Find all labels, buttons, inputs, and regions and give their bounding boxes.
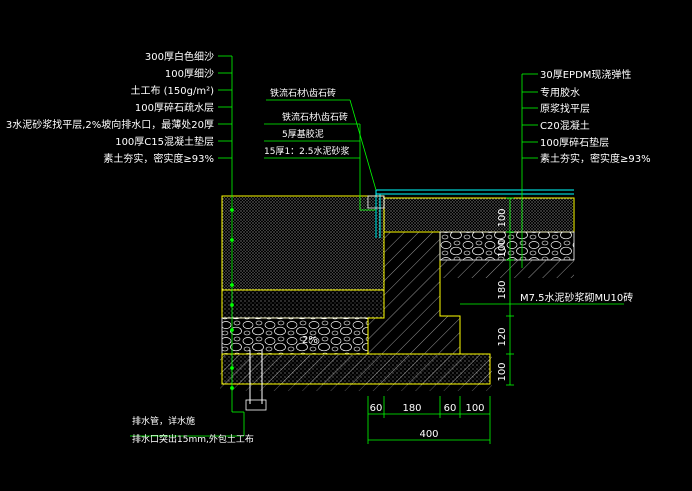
label-gravel-drain: 100厚碎石疏水层 [135, 101, 214, 114]
mid-labels: 铁流石材\齿石砖 铁流石材\齿石砖 5厚基胶泥 15厚1：2.5水泥砂浆 [264, 87, 350, 157]
label-leveling: 原浆找平层 [540, 102, 590, 115]
label-slope: 2% [302, 335, 318, 346]
label-gravel-cushion: 100厚碎石垫层 [540, 136, 609, 149]
right-layers [367, 189, 575, 278]
dim-100-top: 100 [497, 208, 508, 227]
label-concrete-cushion: 100厚C15混凝土垫层 [115, 135, 214, 148]
label-top-callout: 铁流石材\齿石砖 [270, 87, 336, 99]
label-epdm: 30厚EPDM现浇弹性 [540, 68, 631, 81]
mid-leaders [264, 99, 377, 211]
drain-labels: 排水管，详水施 排水口突出15mm,外包土工布 [132, 415, 254, 445]
left-leaders [218, 55, 244, 413]
label-drain-outlet: 排水口突出15mm,外包土工布 [132, 433, 254, 445]
drain-pipe [245, 350, 267, 411]
dim-180: 180 [497, 280, 508, 299]
dim-total-400: 400 [419, 429, 438, 440]
label-mortar-leveling: 1：3水泥砂浆找平层,2%坡向排水口，最薄处20厚 [0, 118, 214, 131]
label-drain-pipe: 排水管，详水施 [132, 415, 195, 427]
left-labels: 300厚白色细沙 100厚细沙 土工布 (150g/m²) 100厚碎石疏水层 … [0, 50, 214, 165]
drain-leader [130, 412, 245, 437]
bottom-dim-lines [367, 396, 491, 444]
vertical-dim-line [460, 197, 624, 386]
label-compacted-soil-right: 素土夯实，密实度≥93% [540, 152, 651, 165]
label-brick-wall: M7.5水泥砂浆砌MU10砖 [520, 291, 633, 304]
vertical-dims: 100 100 180 120 100 [497, 208, 508, 381]
dim-100-second: 100 [497, 238, 508, 257]
label-c20-concrete: C20混凝土 [540, 119, 590, 132]
label-cement-mortar: 15厚1：2.5水泥砂浆 [264, 145, 350, 157]
right-leaders [521, 73, 538, 268]
bottom-dims: 60 180 60 100 400 [370, 403, 485, 440]
dim-120: 120 [497, 327, 508, 346]
dim-180-bottom: 180 [402, 403, 421, 414]
dim-100-right: 100 [465, 403, 484, 414]
dim-100-bottom: 100 [497, 362, 508, 381]
label-adhesive: 5厚基胶泥 [282, 128, 324, 140]
label-glue: 专用胶水 [540, 86, 580, 99]
dim-60-left: 60 [370, 403, 383, 414]
sand-pit [221, 195, 491, 385]
label-geotextile: 土工布 (150g/m²) [130, 84, 214, 97]
dim-60-right: 60 [444, 403, 457, 414]
label-white-sand: 300厚白色细沙 [145, 50, 214, 63]
right-labels: 30厚EPDM现浇弹性 专用胶水 原浆找平层 C20混凝土 100厚碎石垫层 素… [540, 68, 651, 165]
label-compacted-soil-left: 素土夯实，密实度≥93% [103, 152, 214, 165]
label-fine-sand: 100厚细沙 [165, 67, 214, 80]
label-stone-tile: 铁流石材\齿石砖 [282, 111, 348, 123]
